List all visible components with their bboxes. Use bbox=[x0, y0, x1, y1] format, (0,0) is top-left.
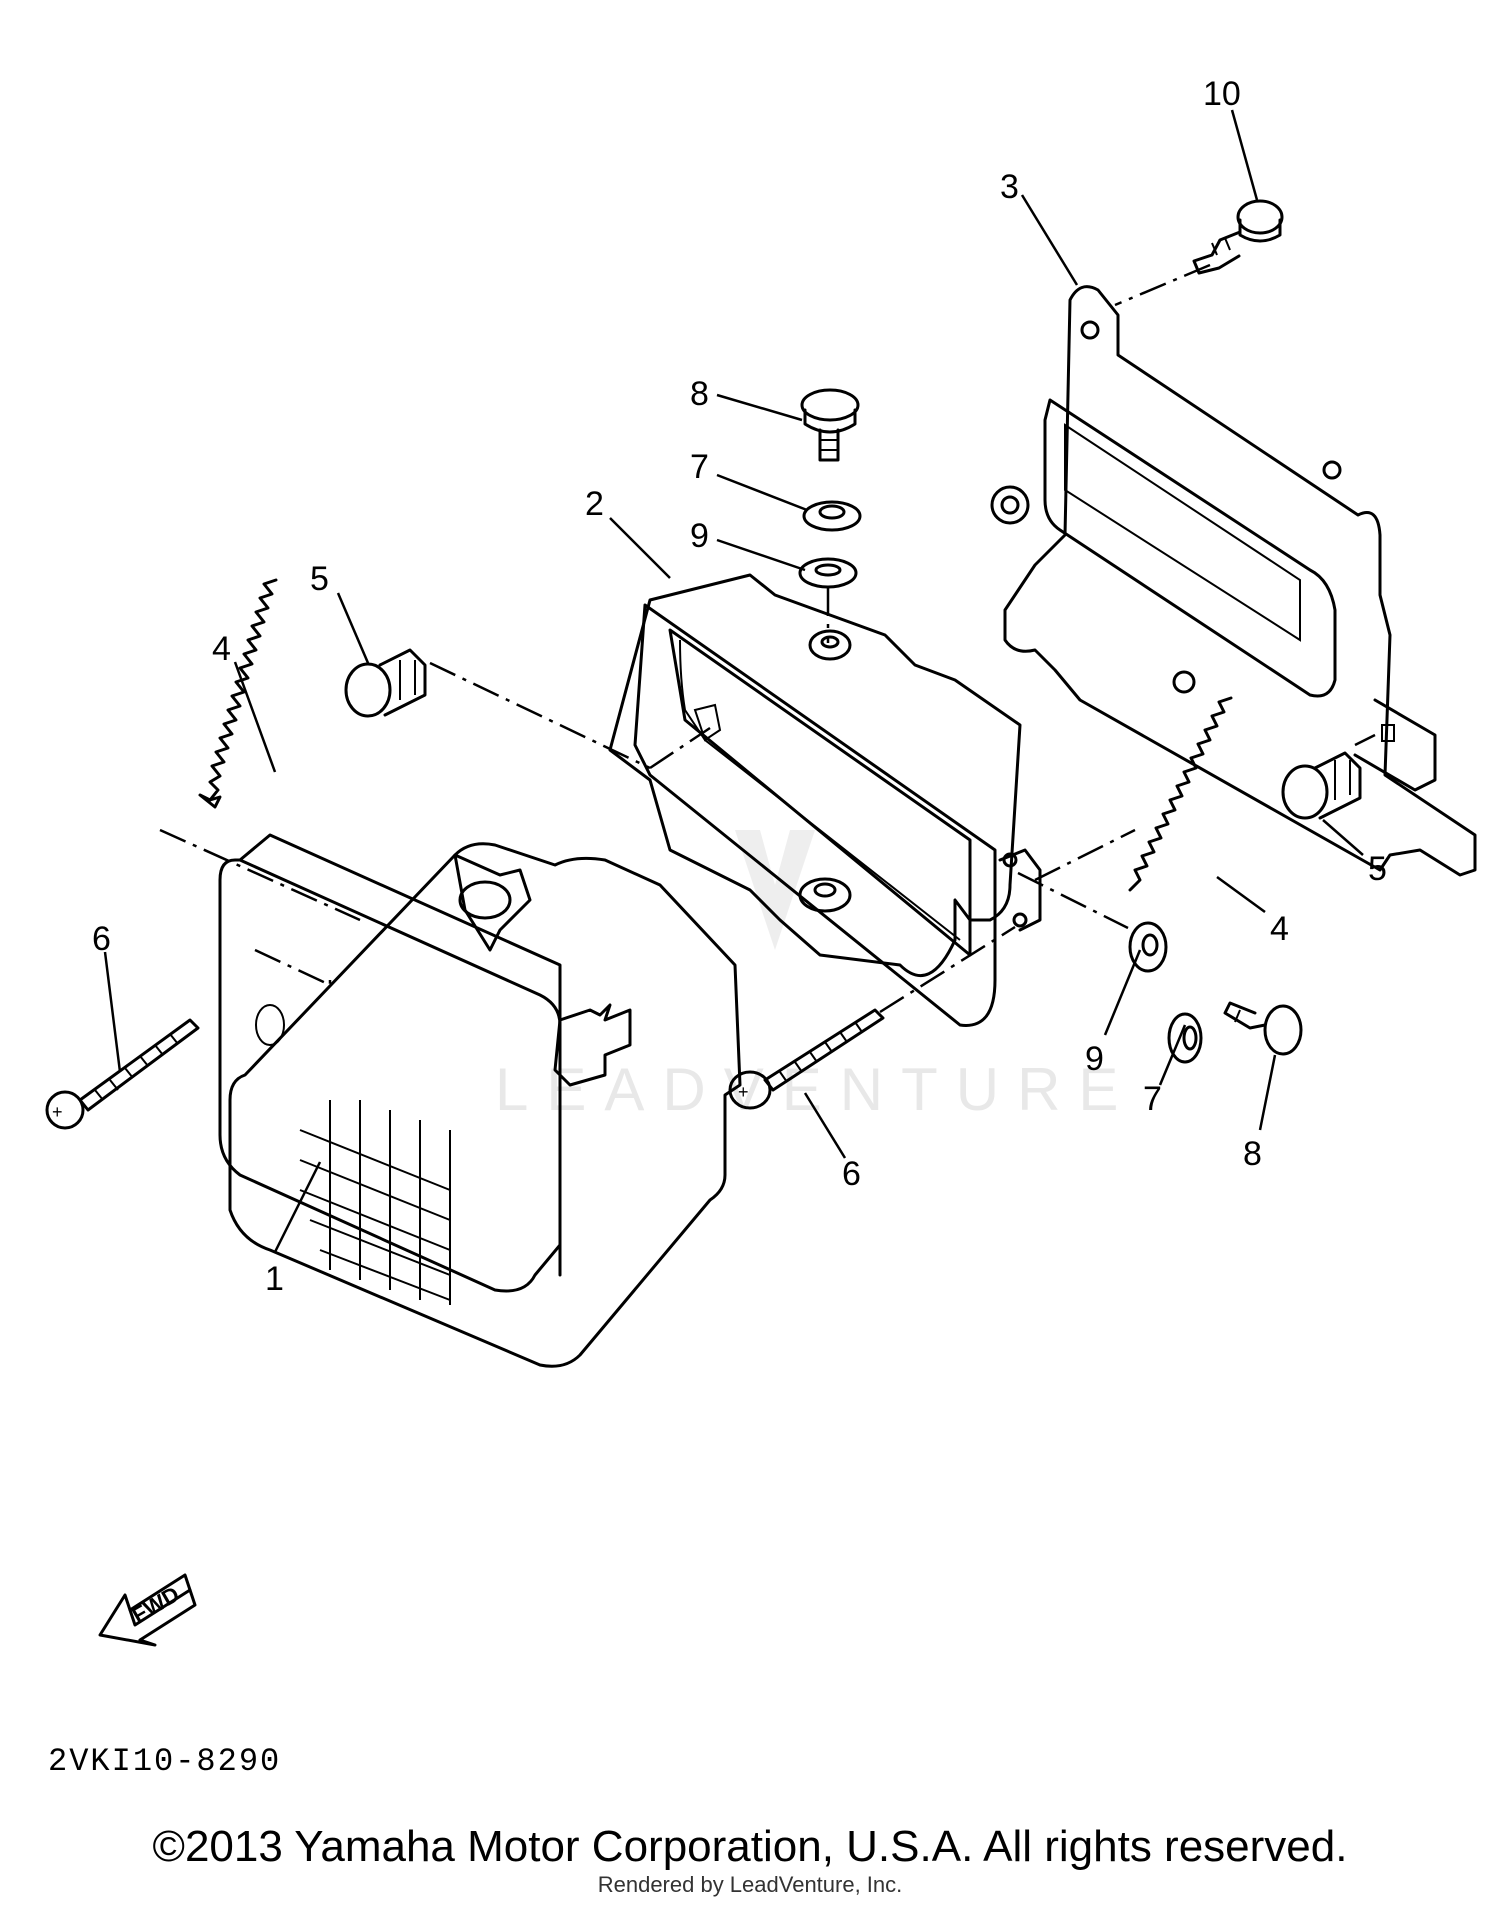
part-1-headlight bbox=[218, 833, 742, 1368]
callout-3: 3 bbox=[1000, 168, 1019, 206]
callout-8-bottom: 8 bbox=[1243, 1135, 1262, 1173]
svg-text:+: + bbox=[738, 1082, 749, 1102]
callout-labels: 10 3 8 7 9 2 5 4 5 4 6 9 7 8 6 1 bbox=[92, 75, 1387, 1298]
alignment-lines bbox=[159, 263, 1376, 1014]
part-3-bracket bbox=[990, 285, 1477, 877]
callout-10: 10 bbox=[1203, 75, 1241, 113]
callout-7-top: 7 bbox=[690, 448, 709, 486]
svg-text:+: + bbox=[52, 1102, 63, 1122]
callout-8-top: 8 bbox=[690, 375, 709, 413]
part-7-lock-washer-bottom bbox=[1167, 1012, 1203, 1064]
part-2-housing bbox=[608, 573, 1042, 1027]
diagram-code: 2VKI10-8290 bbox=[48, 1743, 282, 1780]
callout-7-bottom: 7 bbox=[1143, 1080, 1162, 1118]
part-5-nut-left bbox=[344, 648, 427, 718]
callout-5-right: 5 bbox=[1368, 850, 1387, 888]
rendered-by-note: Rendered by LeadVenture, Inc. bbox=[597, 1872, 903, 1897]
leader-lines bbox=[103, 109, 1364, 1253]
fwd-label: FWD bbox=[128, 1581, 184, 1628]
callout-4-right: 4 bbox=[1270, 910, 1289, 948]
part-6-screw-left: + bbox=[45, 1018, 200, 1130]
part-7-lock-washer-top bbox=[802, 500, 862, 532]
part-8-screw-bottom bbox=[1223, 1001, 1303, 1056]
part-9-washer-bottom bbox=[1128, 921, 1168, 973]
part-4-spring-left bbox=[198, 578, 278, 809]
callout-1: 1 bbox=[265, 1260, 284, 1298]
part-8-screw-top bbox=[800, 388, 860, 462]
callout-5-left: 5 bbox=[310, 560, 329, 598]
part-9-washer-top bbox=[798, 557, 858, 589]
part-6-screw-right: + bbox=[728, 1008, 885, 1110]
callout-4-left: 4 bbox=[212, 630, 231, 668]
callout-2: 2 bbox=[585, 485, 604, 523]
part-10-bolt bbox=[1192, 199, 1284, 275]
callout-9-bottom: 9 bbox=[1085, 1040, 1104, 1078]
callout-9-top: 9 bbox=[690, 517, 709, 555]
part-4-spring-right bbox=[1128, 696, 1233, 892]
callout-6-right: 6 bbox=[842, 1155, 861, 1193]
copyright-notice: ©2013 Yamaha Motor Corporation, U.S.A. A… bbox=[152, 1822, 1348, 1871]
watermark-text: LEADVENTURE bbox=[495, 1056, 1136, 1123]
part-5-nut-right bbox=[1281, 751, 1362, 820]
fwd-arrow: FWD bbox=[98, 1573, 197, 1647]
callout-6-left: 6 bbox=[92, 920, 111, 958]
